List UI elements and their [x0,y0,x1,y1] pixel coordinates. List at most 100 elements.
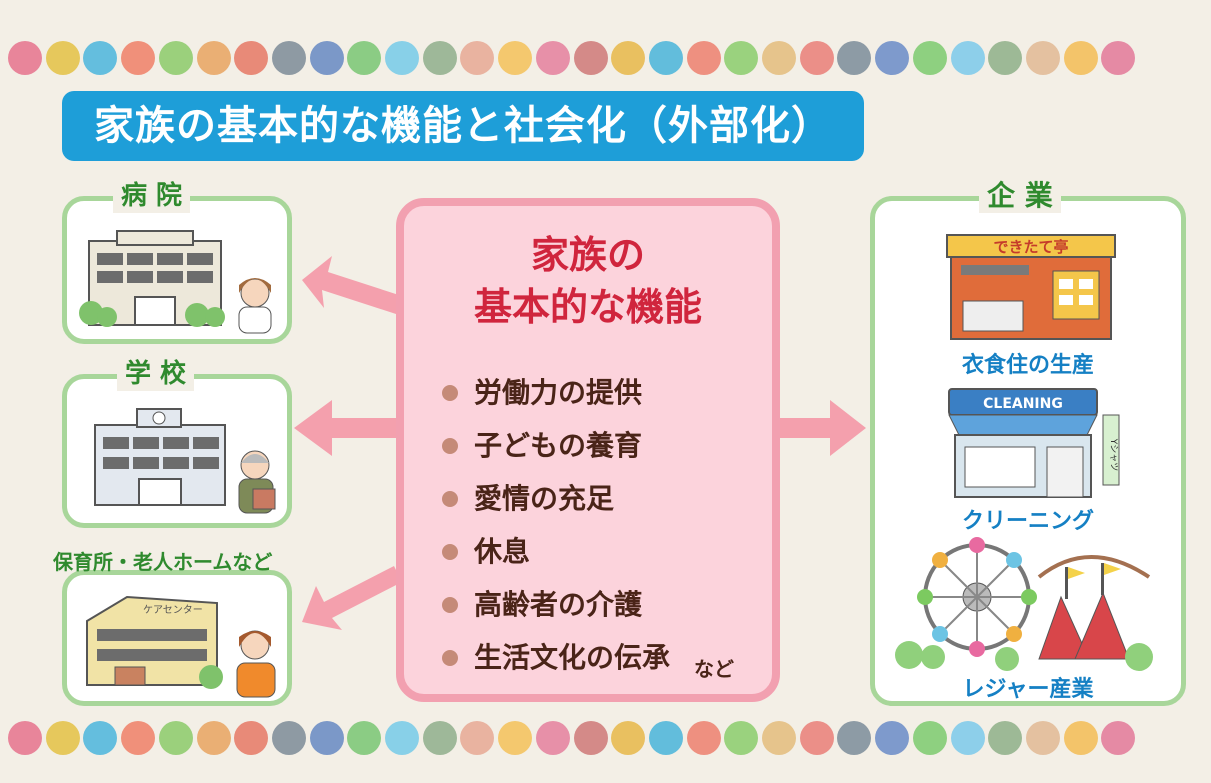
decorative-dot [988,41,1023,75]
decorative-dot [347,41,382,75]
decorative-dot [648,721,683,755]
decorative-dot [498,41,533,75]
function-text: 労働力の提供 [474,376,643,409]
decorative-dot [611,41,646,75]
decorative-dot [271,41,306,75]
decorative-dot [762,41,796,75]
decorative-dot [45,721,80,755]
decorative-dot [83,41,118,75]
decorative-dot [799,721,834,755]
decorative-dot [724,721,759,755]
decorative-dot [686,41,721,75]
leisure-illustration [895,537,1153,671]
decorative-dot [158,41,193,75]
decorative-dot [912,721,947,755]
decorative-dot [121,721,156,755]
functions-suffix: など [694,657,734,681]
decorative-dot [799,41,834,75]
function-text: 高齢者の介護 [474,588,643,621]
decorative-dot [1101,41,1136,75]
decorative-dot [422,721,457,755]
page-title: 家族の基本的な機能と社会化（外部化） [62,91,864,161]
decorative-dot [309,721,344,755]
school-illustration [94,408,276,514]
decorative-dot [950,721,985,755]
decorative-dot [573,721,608,755]
decorative-dot [988,721,1023,755]
decorative-dot [1025,41,1060,75]
decorative-dot [611,721,646,755]
bullet [442,597,458,613]
function-text: 生活文化の伝承 [474,641,671,674]
caption-production: 衣食住の生産 [961,353,1094,378]
cleaning-illustration: CLEANING Yシャツ [948,388,1120,498]
restaurant-illustration: できたて亭 [946,234,1116,340]
decorative-dot [8,41,42,75]
decorative-dot [837,41,872,75]
arrow-to-company [776,400,866,456]
decorative-dot [950,41,985,75]
decorative-dot [762,721,796,755]
function-item: 高齢者の介護 [442,578,670,631]
decorative-dot [498,721,533,755]
function-list: 労働力の提供 子どもの養育 愛情の充足 休息 高齢者の介護 生活文化の伝承 [442,366,670,684]
care-sign: ケアセンター [143,604,203,616]
cleaning-sign: CLEANING [983,396,1063,412]
cleaning-banner: Yシャツ [1108,438,1118,472]
hospital-label: 病 院 [113,179,191,213]
center-title-line2: 基本的な機能 [473,285,702,329]
company-label: 企 業 [979,179,1061,213]
decorative-dot [912,41,947,75]
arrow-to-hospital [302,256,402,314]
decorative-dot [121,41,156,75]
decorative-dot [573,41,608,75]
function-item: 子どもの養育 [442,419,670,472]
function-text: 休息 [474,535,531,568]
decorative-dot [460,41,495,75]
center-title-line1: 家族の [530,233,645,277]
care-illustration: ケアセンター [86,595,276,698]
panel-school: 学 校 [62,357,292,528]
decorative-dot [347,721,382,755]
bullet [442,385,458,401]
caption-cleaning: クリーニング [961,509,1094,534]
decorative-dot [875,721,910,755]
dot-row-top [0,41,1211,77]
decorative-dot [837,721,872,755]
panel-company: 企 業 できたて亭 衣食住の生産 CLEANING Yシャツ クリーニング [870,179,1186,706]
decorative-dot [648,41,683,75]
decorative-dot [535,41,570,75]
decorative-dot [196,41,231,75]
function-item: 愛情の充足 [442,472,670,525]
decorative-dot [422,41,457,75]
decorative-dot [45,41,80,75]
decorative-dot [196,721,231,755]
decorative-dot [309,41,344,75]
decorative-dot [535,721,570,755]
decorative-dot [1101,721,1136,755]
restaurant-sign: できたて亭 [993,238,1068,256]
function-text: 愛情の充足 [474,482,615,515]
function-item: 生活文化の伝承 [442,631,670,684]
decorative-dot [875,41,910,75]
decorative-dot [385,41,419,75]
hospital-illustration [79,230,272,334]
decorative-dot [686,721,721,755]
arrow-to-care [302,566,402,630]
decorative-dot [234,721,269,755]
decorative-dot [234,41,269,75]
bullet [442,650,458,666]
function-item: 労働力の提供 [442,366,670,419]
caption-leisure: レジャー産業 [962,677,1094,702]
decorative-dot [724,41,759,75]
decorative-dot [271,721,306,755]
panel-care: 保育所・老人ホームなど ケアセンター [53,550,292,706]
decorative-dot [460,721,495,755]
decorative-dot [385,721,419,755]
decorative-dot [83,721,118,755]
care-label: 保育所・老人ホームなど [53,550,273,574]
school-label: 学 校 [117,357,195,391]
arrow-to-school [294,400,402,456]
decorative-dot [158,721,193,755]
bullet [442,491,458,507]
